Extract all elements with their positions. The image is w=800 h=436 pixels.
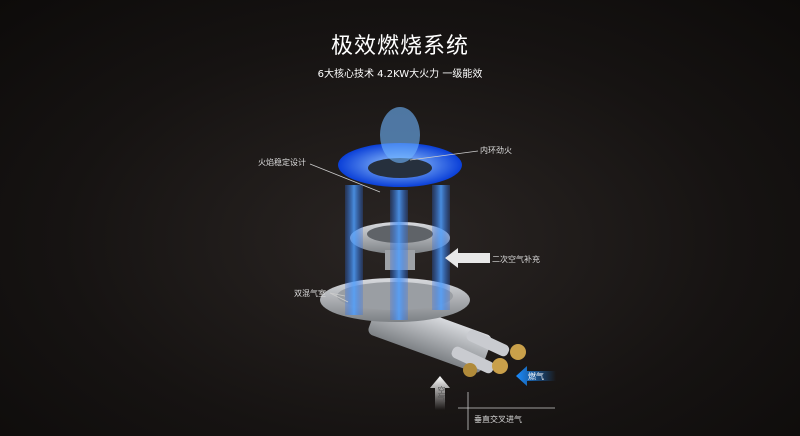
secondary-air-arrow [445, 248, 490, 268]
label-flame-stable: 火焰稳定设计 [258, 158, 306, 167]
label-air: 空气 [437, 386, 446, 402]
label-gas: 燃气 [528, 372, 544, 381]
label-secondary-air: 二次空气补充 [492, 255, 540, 264]
label-inner-ring: 内环劲火 [480, 146, 512, 155]
gas-intake-arrow-icon [516, 366, 556, 386]
airflow-columns [345, 185, 450, 320]
page-title: 极效燃烧系统 [330, 34, 469, 59]
air-intake-arrow-icon [430, 376, 450, 410]
flame-ring [338, 107, 462, 187]
label-dual-chamber: 双混气室 [294, 289, 326, 298]
subtitle: 6大核心技术 4.2KW大火力 一级能效 [317, 69, 483, 80]
label-cross-intake: 垂直交叉进气 [474, 415, 522, 424]
